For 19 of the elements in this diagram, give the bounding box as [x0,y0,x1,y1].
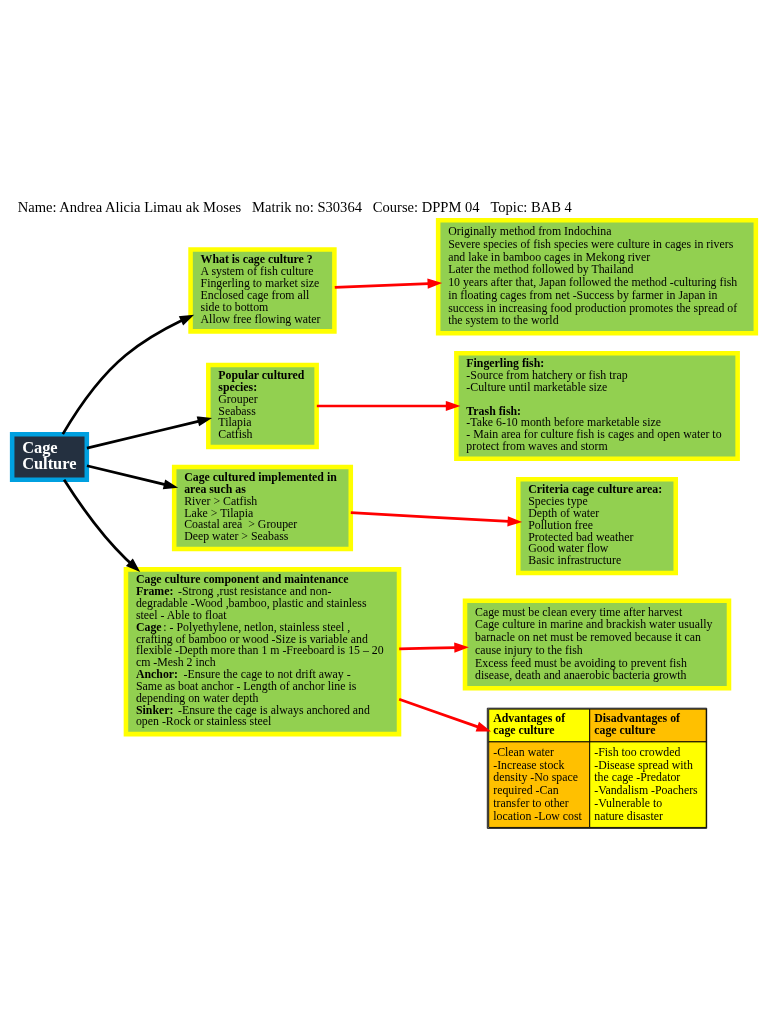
arrow [334,278,443,289]
arrow [86,415,213,449]
node-box: Originally method from Indochina Severe species of fish species were culture in cages in rivers and lake in bamboo cages in Mekong river Later the method followed by Thailand 10 years after that, Japan followed the method -culturing fish in floating cages from net -Success by farmer in Japan in success in increasing food production promotes the spread of the system to the world [435,217,759,335]
arrow [86,463,179,489]
node-box: Criteria cage culture area: Species type Depth of water Pollution free Protected bad weather Good water flow Basic infrastructure [516,476,678,575]
arrow [316,400,461,411]
node-box: Fingerling fish: -Source from hatchery or fish trap -Culture until marketable size Trash fish: -Take 6-10 month before marketable size - Main area for culture fish is cages and open water to protect from waves and storm [454,350,740,461]
arrow [350,510,523,526]
arrow [398,697,492,731]
arrow [61,314,195,435]
diagram-title: Name: Andrea Alicia Limau ak Moses Matrik no: S30364 Course: DPPM 04 Topic: BAB 4 [17,198,572,215]
node-box: Cage culture component and maintenance Frame: -Strong ,rust resistance and non-degradable -Wood ,bamboo, plastic and stainless steel - Able to float Cage: - Polyethylene, netlon, stainless steel , crafting of bamboo or wood -Size is variable and flexible -Depth more than 1 m -Freeboard is 15 – 20 cm -Mesh 2 inch Anchor: -Ensure the cage to not drift away - Same as boat anchor - Length of anchor line is depending on water depth Sinker: -Ensure the cage is always anchored and open -Rock or stainless steel [123,566,402,736]
node-box: Cage Culture [9,431,90,482]
node-box: Cage must be clean every time after harvest Cage culture in marine and brackish water usually barnacle on net must be removed because it can cause injury to the fish Excess feed must be avoiding to prevent fish disease, death and anaerobic bacteria growth [462,598,732,690]
arrow [399,642,469,653]
node-box: Popular cultured species: Grouper Seabass Tilapia Catfish [206,362,319,449]
node-box: What is cage culture ? A system of fish culture Fingerling to market size Enclosed cage from all side to bottom Allow free flowing water [188,246,337,334]
node-box: Cage cultured implemented in area such as River > Catfish Lake > Tilapia Coastal area > Grouper Deep water > Seabass [171,464,354,551]
arrow [62,478,141,572]
